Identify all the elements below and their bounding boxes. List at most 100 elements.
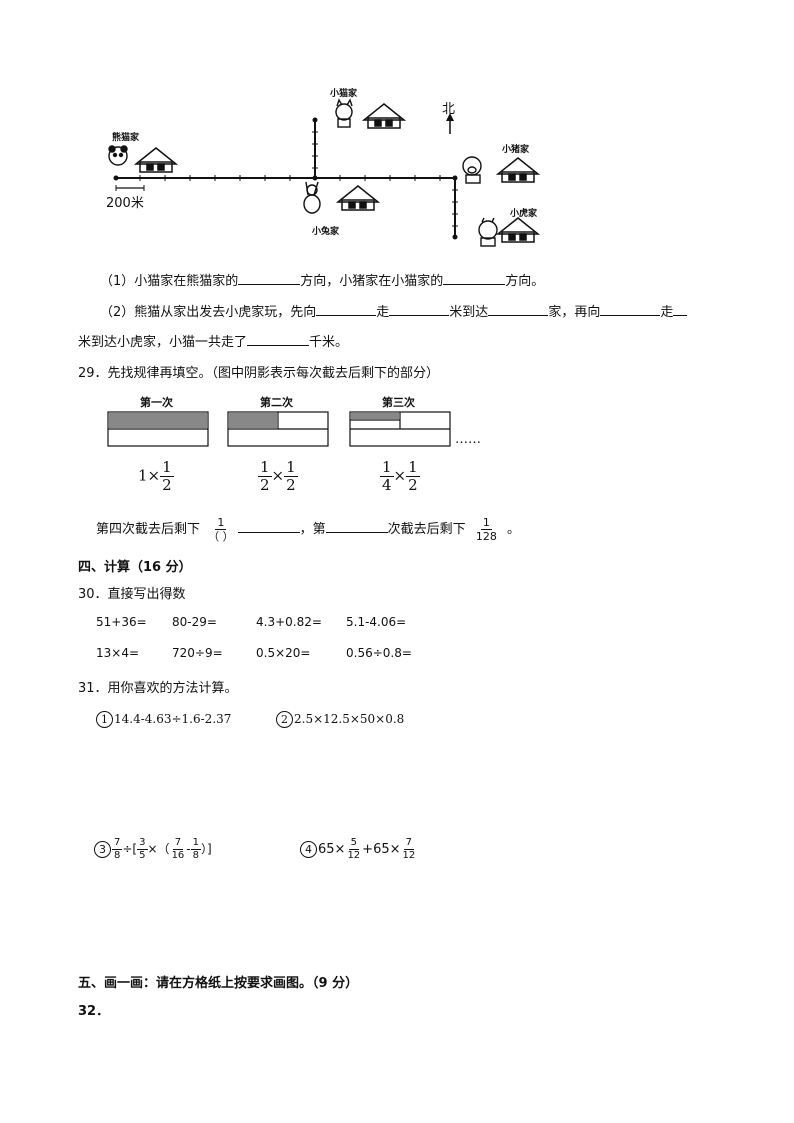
frac-num: 1 — [406, 458, 420, 477]
frac-num: 7 — [112, 837, 123, 850]
q30-title: 30．直接写出得数 — [78, 587, 186, 602]
calc-item: 720÷9= — [172, 646, 223, 660]
q29-fill-text-a: 第四次截去后剩下 — [96, 522, 201, 537]
label-pig-home: 小猪家 — [502, 145, 530, 155]
section-4-title: 四、计算（16 分） — [78, 560, 192, 575]
label-panda-home: 熊猫家 — [112, 133, 140, 143]
calc-item: 80-29= — [172, 615, 217, 629]
frac-den: 4 — [382, 476, 392, 494]
map-figure: 熊猫家 小猫家 小兔家 小猪家 小虎家 北 200米 — [100, 82, 560, 252]
q29-fill-text-d: 。 — [506, 522, 520, 537]
q28-part2-text-e: 走 — [660, 305, 674, 320]
frac-den: 16 — [171, 850, 185, 861]
times-sign: × — [271, 466, 285, 485]
answer-blank[interactable] — [389, 301, 450, 316]
q28-part2-text-b: 走 — [376, 305, 390, 320]
q28-part1-text-a: （1）小猫家在熊猫家的 — [100, 274, 239, 289]
frac-den: 12 — [402, 850, 416, 861]
answer-blank[interactable] — [238, 270, 301, 285]
operator: 65× — [318, 842, 346, 857]
operator: +65× — [362, 842, 401, 857]
frac-num: 5 — [348, 837, 359, 850]
frac-num: 1 — [160, 458, 174, 477]
q28-part2-cont: 米到达小虎家，小猫一共走了 千米。 — [78, 331, 348, 350]
answer-blank[interactable] — [316, 301, 377, 316]
calc-item: 51+36= — [96, 615, 147, 629]
operator: ÷[ — [122, 842, 138, 856]
problem-expr: 14.4-4.63÷1.6-2.37 — [114, 712, 232, 726]
frac-num: 3 — [137, 837, 148, 850]
answer-blank[interactable] — [443, 270, 506, 285]
frac-num: 1 — [258, 458, 272, 477]
label-scale: 200米 — [106, 196, 144, 211]
circled-number: 2 — [276, 711, 293, 728]
frac-num: 7 — [172, 837, 184, 850]
frac-den: 128 — [475, 530, 497, 543]
answer-blank[interactable] — [600, 301, 661, 316]
q28-part2-text-a: （2）熊猫从家出发去小虎家玩，先向 — [100, 305, 317, 320]
frac-den: 5 — [139, 850, 146, 861]
frac-den: 8 — [114, 850, 121, 861]
q28-part2-text-g: 千米。 — [309, 335, 349, 350]
answer-blank[interactable] — [237, 518, 300, 533]
frac-num: 1 — [215, 516, 227, 530]
panel-label-1: 第一次 — [140, 396, 173, 409]
q29-title: 29．先找规律再填空。（图中阴影表示每次截去后剩下的部分） — [78, 366, 440, 381]
calc-item: 0.56÷0.8= — [346, 646, 412, 660]
q28-part1: （1）小猫家在熊猫家的 方向，小猪家在小猫家的 方向。 — [100, 270, 544, 289]
q29-fill-text-b: ，第 — [299, 522, 326, 537]
frac-num: 1 — [190, 837, 202, 850]
q29-fill-text-c: 次截去后剩下 — [387, 522, 466, 537]
answer-blank[interactable] — [325, 518, 388, 533]
label-north: 北 — [442, 102, 456, 117]
circled-number: 1 — [96, 711, 113, 728]
calc-item: 0.5×20= — [256, 646, 311, 660]
frac-den: 12 — [347, 850, 361, 861]
q31-title: 31．用你喜欢的方法计算。 — [78, 681, 238, 696]
section-5-title: 五、画一画：请在方格纸上按要求画图。（9 分） — [78, 976, 359, 991]
calc-item: 4.3+0.82= — [256, 615, 322, 629]
q28-part1-text-c: 方向。 — [505, 274, 545, 289]
frac-den: 2 — [286, 476, 296, 494]
frac-num: 1 — [480, 516, 492, 530]
frac-den: 2 — [162, 476, 172, 494]
calc-item: 13×4= — [96, 646, 140, 660]
answer-blank[interactable] — [673, 301, 688, 316]
expr-text: 1× — [138, 466, 161, 485]
times-sign: × — [393, 466, 407, 485]
label-tiger-home: 小虎家 — [510, 209, 538, 219]
circled-number: 4 — [300, 841, 317, 858]
frac-den: 2 — [260, 476, 270, 494]
operator: - — [186, 842, 191, 856]
panel-label-2: 第二次 — [260, 396, 293, 409]
answer-blank[interactable] — [247, 331, 310, 346]
operator: ×（ — [147, 842, 170, 856]
ellipsis: …… — [455, 432, 481, 447]
calc-item: 5.1-4.06= — [346, 615, 407, 629]
panel-label-3: 第三次 — [382, 396, 415, 409]
q28-part2-text-d: 家，再向 — [548, 305, 601, 320]
operator: ）] — [201, 842, 212, 856]
q28-part2-text-c: 米到达 — [449, 305, 489, 320]
cut-strip-drawing — [107, 411, 451, 447]
answer-blank[interactable] — [488, 301, 549, 316]
q28-part2-text-f: 米到达小虎家，小猫一共走了 — [78, 335, 248, 350]
q32-title: 32． — [78, 1004, 110, 1019]
q28-part1-text-b: 方向，小猪家在小猫家的 — [300, 274, 444, 289]
frac-den: （ ） — [208, 530, 234, 543]
q28-part2: （2）熊猫从家出发去小虎家玩，先向 走 米到达 家，再向 走 — [100, 301, 688, 320]
frac-num: 1 — [380, 458, 394, 477]
label-rabbit-home: 小兔家 — [312, 227, 340, 237]
frac-den: 2 — [408, 476, 418, 494]
frac-num: 1 — [284, 458, 298, 477]
frac-den: 8 — [192, 850, 200, 861]
